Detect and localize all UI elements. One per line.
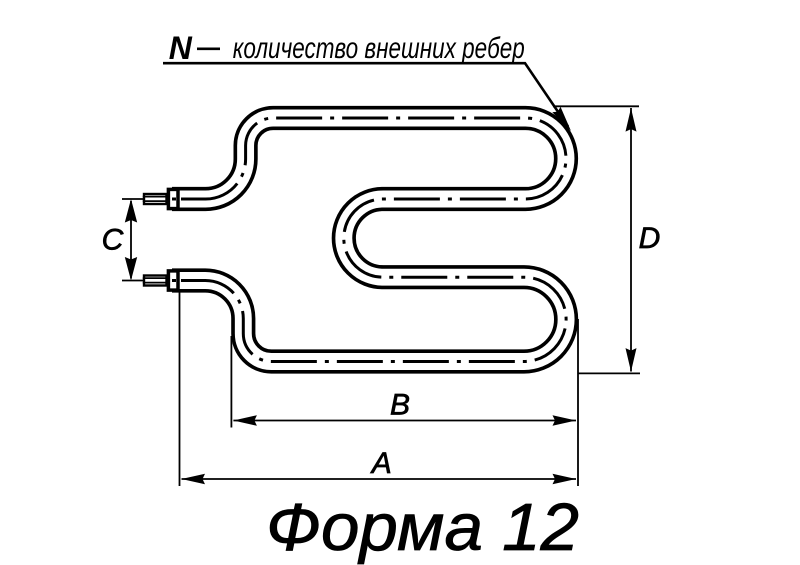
svg-text:B: B [390,388,410,421]
svg-text:C: C [102,224,124,257]
svg-text:Форма 12: Форма 12 [266,490,579,565]
svg-text:количество внешних ребер: количество внешних ребер [233,31,525,65]
svg-text:D: D [639,222,661,255]
svg-text:N: N [169,30,193,66]
svg-text:A: A [370,447,392,480]
